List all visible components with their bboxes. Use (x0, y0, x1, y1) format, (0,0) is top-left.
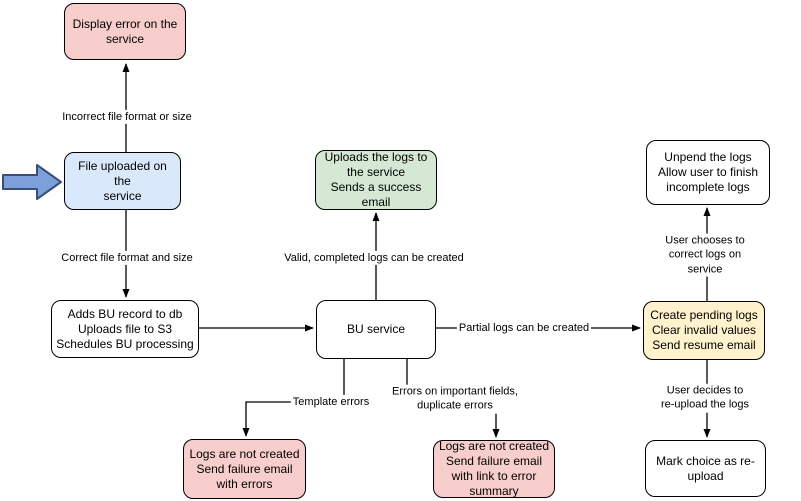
node-uploads-logs-success: Uploads the logs to the service Sends a … (315, 150, 437, 210)
node-logs-not-created-errors: Logs are not created Send failure email … (183, 439, 306, 499)
edge-label-incorrect-file-format: Incorrect file format or size (60, 109, 194, 125)
edge-label-user-corrects-on-service: User chooses to correct logs on service (657, 233, 753, 277)
node-bu-service: BU service (316, 300, 436, 359)
node-display-error-on-service: Display error on the service (64, 3, 186, 60)
edge-label-correct-file-format: Correct file format and size (59, 250, 195, 266)
edge-label-template-errors: Template errors (290, 394, 372, 410)
node-logs-not-created-summary: Logs are not created Send failure email … (433, 439, 555, 498)
node-create-pending-logs: Create pending logs Clear invalid values… (643, 301, 765, 360)
entry-block-arrow-icon (2, 164, 62, 200)
edge-label-important-field-errors: Errors on important fields, duplicate er… (390, 384, 520, 414)
node-adds-bu-record: Adds BU record to db Uploads file to S3 … (51, 300, 199, 358)
node-mark-choice-reupload: Mark choice as re- upload (645, 440, 766, 497)
node-unpend-the-logs: Unpend the logs Allow user to finish inc… (646, 140, 770, 205)
edge-label-user-reuploads: User decides to re-upload the logs (657, 383, 753, 413)
edge-label-partial-logs: Partial logs can be created (456, 320, 592, 336)
node-file-uploaded-on-service: File uploaded on the service (64, 152, 181, 210)
edge-label-valid-completed-logs: Valid, completed logs can be created (282, 250, 466, 266)
